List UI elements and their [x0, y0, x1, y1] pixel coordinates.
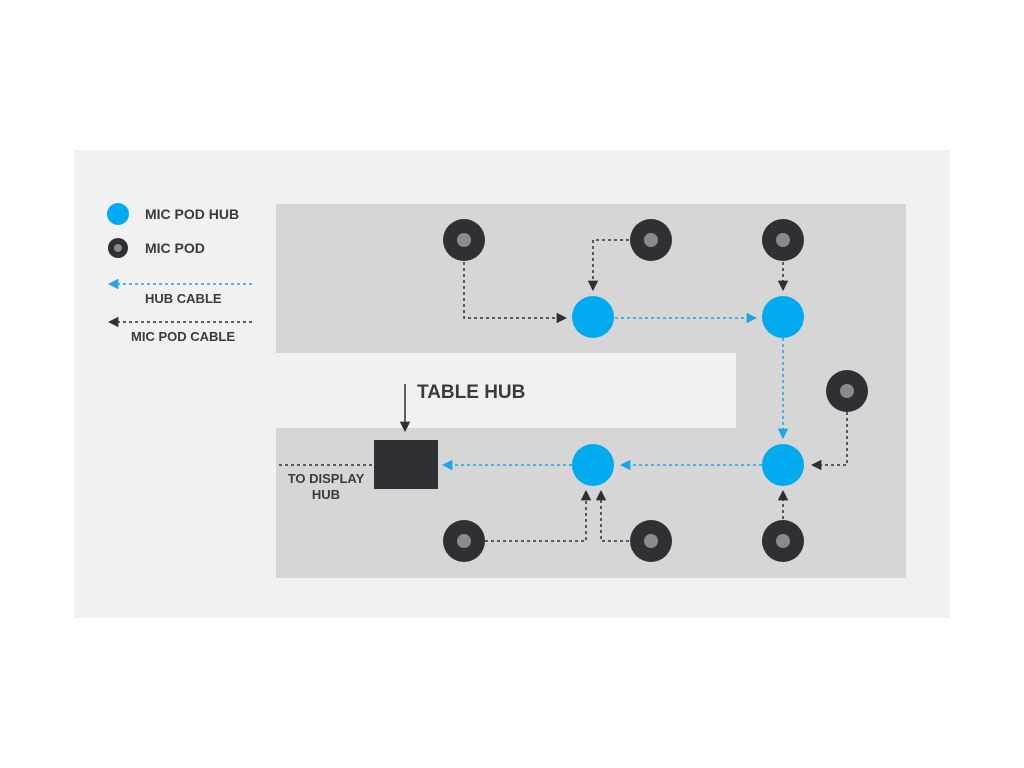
to-display-hub-label-line1: TO DISPLAY: [288, 471, 365, 486]
mic-pod-2: [630, 219, 672, 261]
legend-mic-pod-cable-label: MIC POD CABLE: [131, 329, 235, 344]
cable-pod2-to-hub1: [587, 239, 629, 292]
table-hub-label: TABLE HUB: [417, 382, 525, 403]
mic-pod-hub-2: [762, 296, 804, 338]
cable-pod5-to-hub4: [485, 489, 592, 542]
legend-mic-pod-label: MIC POD: [145, 240, 205, 256]
legend-hub-cable-label: HUB CABLE: [145, 291, 222, 306]
legend-pod-swatch-center: [114, 244, 122, 252]
mic-pod-hubs: [572, 296, 804, 486]
cable-pod1-to-hub1: [463, 262, 568, 324]
mic-pod-5: [443, 520, 485, 562]
to-display-hub-label-line2: HUB: [312, 487, 340, 502]
mic-pod-hub-1: [572, 296, 614, 338]
mic-pod-hub-3: [762, 444, 804, 486]
mic-pods: [443, 219, 868, 562]
mic-pod-cables: [276, 239, 848, 542]
mic-pod-hub-4: [572, 444, 614, 486]
legend-hub-swatch: [107, 203, 129, 225]
mic-pod-3: [762, 219, 804, 261]
legend-mic-pod-hub-label: MIC POD HUB: [145, 206, 239, 222]
mic-pod-4: [826, 370, 868, 412]
legend: MIC POD HUB MIC POD HUB CABLE MIC POD CA…: [107, 203, 252, 344]
mic-pod-7: [762, 520, 804, 562]
mic-pod-6: [630, 520, 672, 562]
cable-pod6-to-hub4: [595, 489, 629, 542]
mic-pod-1: [443, 219, 485, 261]
hub-cables: [441, 312, 789, 471]
table-hub-box: [374, 440, 438, 489]
